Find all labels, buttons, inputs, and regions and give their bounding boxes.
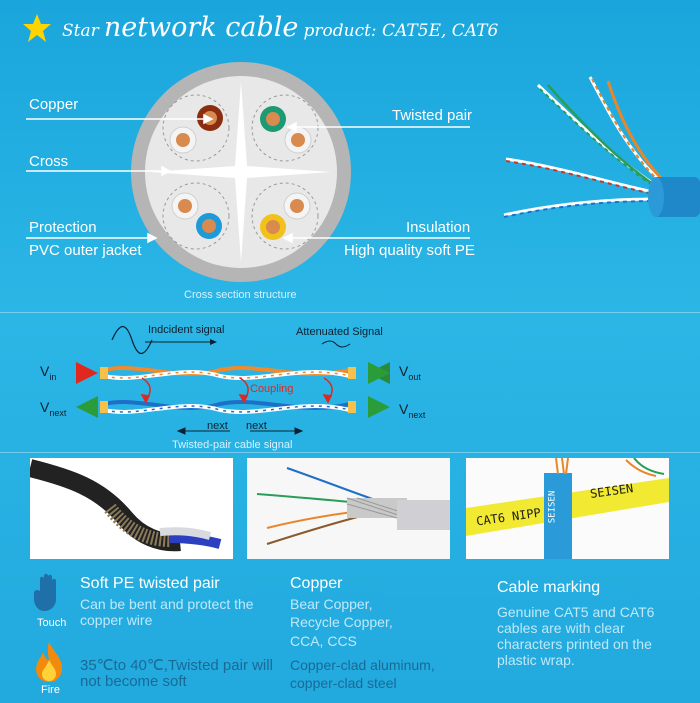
page-title: Star network cable product: CAT5E, CAT6 bbox=[62, 12, 498, 43]
photo-soft-pe bbox=[30, 458, 233, 559]
photo-copper bbox=[247, 458, 450, 559]
incident-wave bbox=[111, 325, 153, 355]
v-out-label: Vout bbox=[399, 363, 421, 382]
wire-white-4 bbox=[283, 192, 311, 220]
marking-print-text-3: SEISEN bbox=[547, 490, 558, 524]
cable-photo bbox=[503, 76, 700, 218]
title-main: network cable bbox=[103, 12, 299, 43]
next-label-right: next bbox=[246, 420, 267, 432]
feature-soft-pe-title: Soft PE twisted pair bbox=[80, 575, 220, 592]
divider bbox=[0, 312, 700, 313]
feature-soft-pe-desc: Can be bent and protect the copper wire bbox=[80, 596, 254, 628]
wire-white-2 bbox=[284, 126, 312, 154]
marking-title: Cable marking bbox=[497, 579, 601, 596]
label-copper: Copper bbox=[29, 96, 79, 113]
incident-signal-label: Indcident signal bbox=[148, 324, 225, 336]
next-label-left: next bbox=[207, 420, 228, 432]
coupling-arrows bbox=[140, 377, 333, 404]
fire-icon-label: Fire bbox=[41, 684, 60, 696]
vnext-right-triangle bbox=[368, 396, 390, 418]
label-protection: Protection bbox=[29, 219, 97, 236]
coupling-label: Coupling bbox=[250, 383, 294, 395]
copper-title: Copper bbox=[290, 575, 343, 592]
label-soft-pe: High quality soft PE bbox=[344, 242, 475, 259]
bottom-pair bbox=[100, 400, 356, 414]
feature-temperature-desc: 35℃to 40℃,Twisted pair will not become s… bbox=[80, 657, 273, 690]
star-icon bbox=[23, 14, 51, 42]
fire-icon bbox=[36, 642, 62, 682]
copper-line-5: copper-clad steel bbox=[290, 675, 397, 691]
attenuated-signal-label: Attenuated Signal bbox=[296, 326, 383, 338]
title-prefix: Star bbox=[62, 21, 99, 41]
signal-caption: Twisted-pair cable signal bbox=[172, 439, 293, 451]
wire-orange bbox=[260, 214, 286, 240]
copper-line-3: CCA, CCS bbox=[290, 633, 357, 649]
v-next-left-label: Vnext bbox=[40, 399, 67, 418]
v-in-label: Vin bbox=[40, 363, 57, 382]
label-twisted-pair: Twisted pair bbox=[392, 107, 473, 124]
vnext-left-triangle bbox=[76, 396, 98, 418]
label-cross: Cross bbox=[29, 153, 69, 170]
cross-section-diagram bbox=[26, 62, 470, 282]
v-next-right-label: Vnext bbox=[399, 401, 426, 420]
top-pair bbox=[100, 366, 356, 380]
hand-icon bbox=[34, 573, 56, 611]
copper-line-4: Copper-clad aluminum, bbox=[290, 657, 435, 673]
label-insulation: Insulation bbox=[406, 219, 471, 236]
copper-line-1: Bear Copper, bbox=[290, 596, 373, 612]
section-divider bbox=[0, 452, 700, 453]
vin-triangle bbox=[76, 362, 98, 384]
cross-section-caption: Cross section structure bbox=[184, 289, 297, 301]
title-suffix: product: CAT5E, CAT6 bbox=[303, 21, 499, 41]
photo-marking: CAT6 NIPP SEISEN SEISEN bbox=[466, 458, 669, 559]
wire-green bbox=[260, 106, 286, 132]
wire-white-3 bbox=[171, 192, 199, 220]
wire-white-1 bbox=[169, 126, 197, 154]
marking-desc: Genuine CAT5 and CAT6 cables are with cl… bbox=[497, 604, 655, 668]
label-jacket: PVC outer jacket bbox=[29, 242, 142, 259]
touch-icon-label: Touch bbox=[37, 617, 67, 629]
copper-line-2: Recycle Copper, bbox=[290, 614, 393, 630]
attenuated-wave bbox=[321, 340, 351, 348]
twisted-pair-signal-diagram bbox=[76, 325, 390, 435]
cross-separator bbox=[151, 82, 331, 262]
wire-blue bbox=[196, 213, 222, 239]
